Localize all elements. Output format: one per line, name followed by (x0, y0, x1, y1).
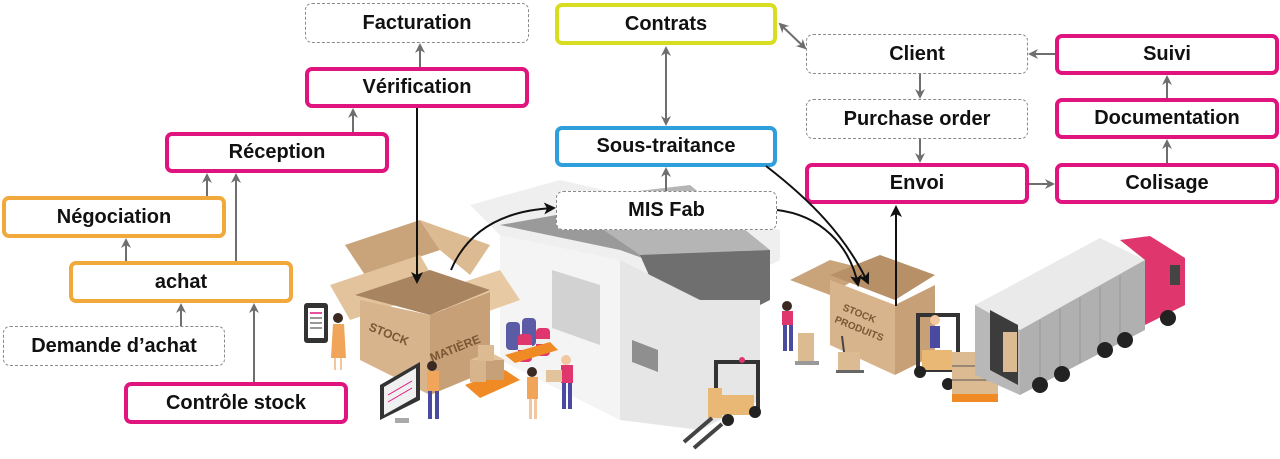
node-label: MIS Fab (628, 199, 705, 221)
node-purchase-order[interactable]: Purchase order (806, 99, 1028, 139)
worker-icon (331, 313, 346, 370)
node-colisage[interactable]: Colisage (1055, 163, 1279, 204)
node-label: Vérification (362, 76, 472, 98)
node-envoi[interactable]: Envoi (805, 163, 1029, 204)
monitor-icon (380, 362, 420, 423)
node-label: Client (889, 42, 945, 65)
node-label: Demande d’achat (31, 334, 197, 357)
node-verification[interactable]: Vérification (305, 67, 529, 108)
pallet-boxes-icon (465, 345, 520, 398)
node-label: Suivi (1143, 43, 1191, 65)
node-label: Envoi (889, 172, 945, 194)
node-label: Facturation (362, 11, 472, 34)
worker-icon (427, 361, 439, 419)
node-achat[interactable]: achat (69, 261, 293, 303)
node-negociation[interactable]: Négociation (2, 196, 226, 238)
node-controle-stock[interactable]: Contrôle stock (124, 382, 348, 424)
stock-produits-box: STOCK PRODUITS (790, 255, 935, 375)
node-contrats[interactable]: Contrats (555, 3, 777, 45)
node-sous-traitance[interactable]: Sous-traitance (555, 126, 777, 167)
node-suivi[interactable]: Suivi (1055, 34, 1279, 75)
workers-icon (527, 355, 573, 419)
node-label: Purchase order (843, 107, 991, 130)
node-label: Sous-traitance (596, 135, 736, 157)
node-client[interactable]: Client (806, 34, 1028, 74)
hand-truck-icon (782, 301, 819, 365)
node-facturation[interactable]: Facturation (305, 3, 529, 43)
node-reception[interactable]: Réception (165, 132, 389, 173)
stock-matiere-box: STOCK MATIÈRE (330, 220, 520, 395)
node-label: Contrats (624, 12, 708, 35)
node-label: Documentation (1094, 107, 1240, 129)
node-documentation[interactable]: Documentation (1055, 98, 1279, 139)
node-mis-fab[interactable]: MIS Fab (556, 191, 777, 230)
node-label: Colisage (1125, 172, 1209, 194)
pallet-jack-icon (836, 335, 864, 373)
node-label: Négociation (56, 205, 172, 228)
barrels-icon (505, 318, 558, 363)
node-label: Contrôle stock (165, 391, 307, 414)
truck-icon (975, 236, 1185, 395)
node-label: achat (154, 270, 208, 293)
tablet-icon (304, 303, 328, 343)
forklift-icon (682, 357, 761, 450)
node-demande-achat[interactable]: Demande d’achat (3, 326, 225, 366)
node-label: Réception (228, 141, 326, 163)
